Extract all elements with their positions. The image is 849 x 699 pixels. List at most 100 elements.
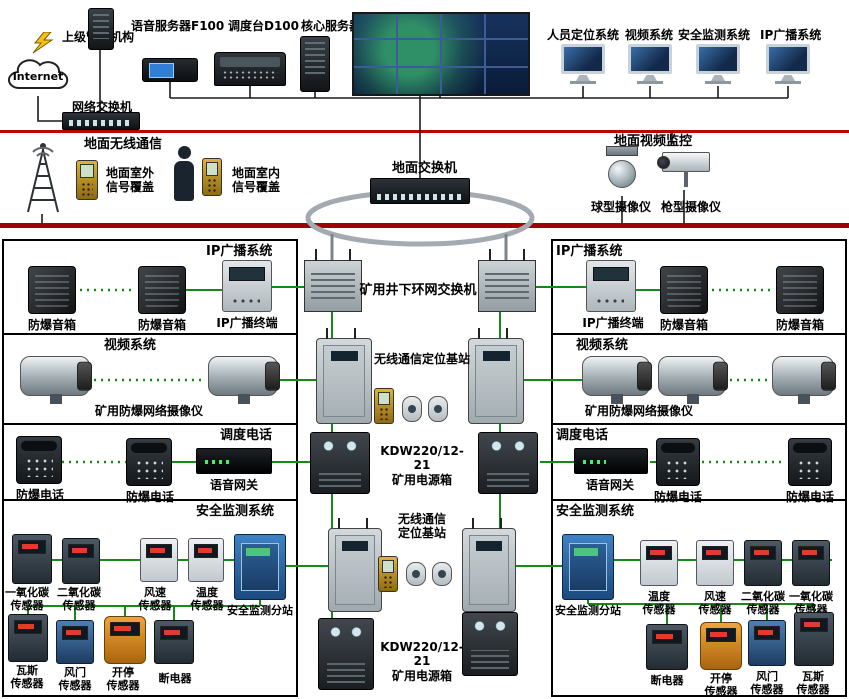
power-supply-box-right-1 xyxy=(478,432,538,494)
network-switch-label: 网络交换机 xyxy=(72,100,133,114)
base-station-label-2: 无线通信 定位基站 xyxy=(397,512,446,541)
voice-gateway xyxy=(574,448,648,474)
ip-broadcast-terminal xyxy=(222,260,272,312)
internet-label: Internet xyxy=(12,70,64,83)
air-door-sensor xyxy=(56,620,94,664)
co2-sensor xyxy=(744,540,782,586)
positioning-tag xyxy=(402,396,422,422)
speaker-label: 防爆音箱 xyxy=(659,318,708,332)
right-broadcast-title: IP广播系统 xyxy=(556,244,623,259)
network-switch xyxy=(62,112,140,130)
substation-label: 安全监测分站 xyxy=(227,604,293,617)
red-separator-lines xyxy=(0,130,849,228)
black-wires xyxy=(37,50,789,223)
sensor-label: 一氧化碳 传感器 xyxy=(5,586,49,613)
phone-label: 防爆电话 xyxy=(785,490,834,504)
sensor-label: 风门 传感器 xyxy=(58,666,92,693)
co2-sensor xyxy=(62,538,100,584)
gas-sensor xyxy=(794,612,834,666)
sensor-label: 开停 传感器 xyxy=(106,666,140,693)
run-stop-sensor xyxy=(104,616,146,664)
dome-camera xyxy=(606,146,638,196)
power-box-label-1: KDW220/12-21 矿用电源箱 xyxy=(380,444,464,487)
wireless-base-station-right-1 xyxy=(468,328,524,424)
ground-switch xyxy=(370,178,470,204)
monitoring-substation xyxy=(562,534,614,600)
ring-network-switch-right xyxy=(478,249,536,312)
cloud-shape xyxy=(8,59,69,90)
run-stop-sensor xyxy=(700,622,742,670)
explosion-proof-phone xyxy=(16,436,62,484)
mine-network-camera xyxy=(582,356,650,404)
monitor-stand xyxy=(711,75,725,81)
explosion-proof-speaker xyxy=(28,266,76,314)
sensor-label: 开停 传感器 xyxy=(704,672,738,699)
outdoor-signal-phone xyxy=(76,160,98,200)
power-breaker xyxy=(646,624,688,670)
person-figure xyxy=(170,146,198,206)
dispatch-console-label: 调度台D100 xyxy=(228,19,300,33)
monitoring-substation xyxy=(234,534,286,600)
power-supply-box-left-1 xyxy=(310,432,370,494)
speaker-label: 防爆音箱 xyxy=(775,318,824,332)
lightning-icon xyxy=(32,32,54,54)
sensor-label: 温度 传感器 xyxy=(190,586,224,613)
explosion-proof-phone xyxy=(656,438,700,486)
gun-camera-label: 枪型摄像仪 xyxy=(660,200,721,214)
indoor-signal-phone xyxy=(202,158,222,196)
sensor-label: 二氧化碳 传感器 xyxy=(741,590,785,617)
internet-cloud: Internet xyxy=(6,50,70,96)
voice-server-label: 语音服务器F100 xyxy=(131,19,225,33)
voice-server xyxy=(142,58,198,82)
sensor-label: 断电器 xyxy=(650,674,684,687)
dome-camera-dome xyxy=(608,160,636,188)
antenna-stubs xyxy=(472,518,474,529)
monitor-stand xyxy=(576,75,590,81)
monitor-stand xyxy=(643,75,657,81)
outdoor-coverage-label: 地面室外 信号覆盖 xyxy=(105,166,154,195)
indoor-coverage-label: 地面室内 信号覆盖 xyxy=(231,166,280,195)
positioning-tag xyxy=(428,396,448,422)
sensor-label: 二氧化碳 传感器 xyxy=(57,586,101,613)
power-box-label-2: KDW220/12-21 矿用电源箱 xyxy=(380,640,464,683)
right-phone-title: 调度电话 xyxy=(556,428,609,443)
monitor-screen xyxy=(561,44,605,74)
monitor-stand xyxy=(781,75,795,81)
positioning-tag xyxy=(406,562,426,586)
antenna-stubs xyxy=(478,328,480,339)
speaker-label: 防爆音箱 xyxy=(27,318,76,332)
sensor-label: 温度 传感器 xyxy=(642,590,676,617)
core-server xyxy=(300,36,330,92)
dome-camera-label: 球型摄像仪 xyxy=(590,200,651,214)
handheld-phone xyxy=(374,388,394,424)
dome-camera-mount xyxy=(606,146,638,156)
terminal-label: IP广播终端 xyxy=(216,316,278,330)
air-door-sensor xyxy=(748,620,786,666)
gateway-label: 语音网关 xyxy=(209,478,258,492)
wireless-base-station-right-2 xyxy=(462,518,516,612)
mine-network-camera xyxy=(20,356,90,404)
phone-label: 防爆电话 xyxy=(15,488,64,502)
temperature-sensor xyxy=(640,540,678,586)
wireless-base-station-left-1 xyxy=(316,328,372,424)
ground-switch-label: 地面交换机 xyxy=(392,161,458,176)
monitor-broadcast-system xyxy=(766,44,810,84)
dispatch-console xyxy=(214,52,286,86)
co-sensor xyxy=(12,534,52,584)
antenna-tower xyxy=(27,143,59,213)
phone-label: 防爆电话 xyxy=(653,490,702,504)
power-supply-box-right-2 xyxy=(462,612,518,676)
phone-label: 防爆电话 xyxy=(125,490,174,504)
monitor-base xyxy=(637,81,663,84)
monitor-label-video: 视频系统 xyxy=(625,28,674,42)
left-monitoring-title: 安全监测系统 xyxy=(196,504,275,519)
ring-switch-label: 矿用井下环网交换机 xyxy=(359,283,477,298)
speaker-label: 防爆音箱 xyxy=(137,318,186,332)
temperature-sensor xyxy=(188,538,224,582)
monitor-base xyxy=(570,81,596,84)
camera-label: 矿用防爆网络摄像仪 xyxy=(584,404,693,418)
core-server-label: 核心服务器 xyxy=(301,19,362,33)
co-sensor xyxy=(792,540,830,586)
left-video-title: 视频系统 xyxy=(104,338,157,353)
